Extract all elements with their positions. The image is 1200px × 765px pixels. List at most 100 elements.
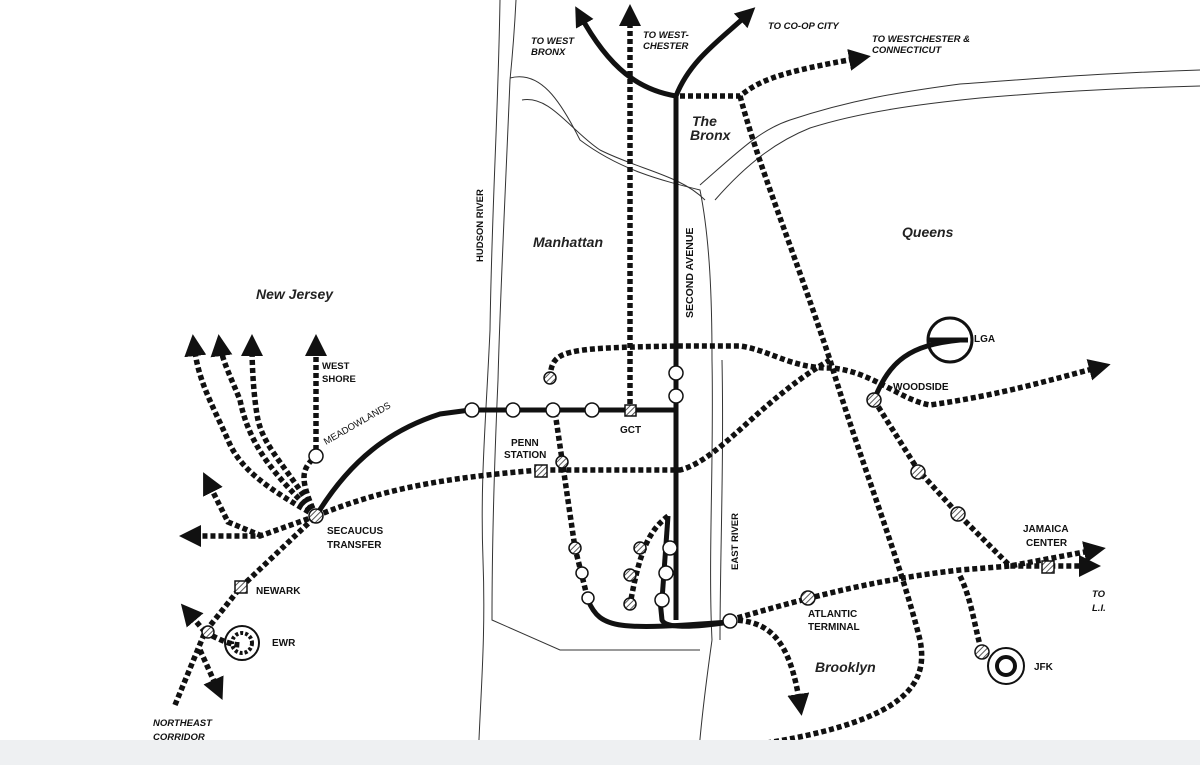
west-branch-4 [241,334,319,518]
shorelines [477,0,1200,765]
dest-wct-ct-2: CONNECTICUT [872,45,942,56]
bottom-bar [0,740,1200,765]
station-brooklyn-junction [722,613,738,629]
station-2av-2 [668,388,684,404]
dest-nec-1: NORTHEAST [153,718,213,729]
label-gct: GCT [620,425,641,436]
manhattan-upper-shore [509,76,713,641]
station-s6 [623,597,637,611]
station-s8 [658,565,674,581]
woodside-jamaica [871,398,1101,577]
dest-westchester-2: CHESTER [643,41,689,52]
station-s3 [581,591,595,605]
station-2av-1 [668,365,684,381]
east-river-east [719,359,724,641]
dest-west-bronx-1: TO WEST [531,36,575,47]
dest-west-shore-2: SHORE [322,374,356,385]
brooklyn-branch [729,617,810,716]
region-manhattan: Manhattan [533,234,603,250]
stations [201,365,990,660]
atlantic-branch [729,541,1106,623]
station-jfk-approach [974,644,990,660]
region-bronx-line1: The [692,113,717,129]
label-jamaica-2: CENTER [1026,538,1068,549]
label-jfk: JFK [1034,662,1054,673]
station-secaucus [308,508,324,524]
dest-coop-city: TO CO-OP CITY [768,21,840,32]
label-hudson-river: HUDSON RIVER [475,189,486,262]
region-queens: Queens [902,224,954,240]
label-atlantic-1: ATLANTIC [808,609,857,620]
dest-westchester-1: TO WEST- [643,30,689,41]
station-atlantic [800,590,816,606]
dest-li-2: L.I. [1092,603,1106,614]
station-woodside [866,392,882,408]
label-secaucus-2: TRANSFER [327,540,382,551]
label-penn-1: PENN [511,438,539,449]
label-ewr: EWR [272,638,296,649]
station-w2 [505,402,521,418]
label-secaucus-1: SECAUCUS [327,526,383,537]
west-branch-2 [184,334,318,519]
ewr-loop-inner [230,631,254,655]
station-w3 [545,402,561,418]
terminal-jamaica [1041,560,1055,574]
label-lga: LGA [974,334,995,345]
airport-loops [224,316,1025,685]
second-ave-branch-a [627,513,670,606]
station-s1 [568,541,582,555]
terminals [234,404,1055,594]
ewr-loop [224,625,260,661]
ct-line [680,49,871,99]
west-shore-line [301,334,327,518]
station-nec-1 [201,625,215,639]
solid-rail-lines [313,6,961,629]
station-uptown-hatch [543,371,557,385]
label-woodside: WOODSIDE [893,382,949,393]
west-bronx-line [575,6,677,99]
hudson-west-shore [477,0,501,765]
station-s4 [633,541,647,555]
station-meadowlands [308,448,324,464]
dashed-rail-lines [172,4,1111,755]
station-penn-hatch [555,455,569,469]
label-jamaica-1: JAMAICA [1023,524,1069,535]
station-q2 [950,506,966,522]
second-avenue-line [673,7,756,620]
station-q1 [910,464,926,480]
northeast-corridor [172,514,318,707]
label-east-river: EAST RIVER [730,513,741,570]
second-ave-south-2 [657,599,731,629]
hell-gate-line [699,95,925,755]
region-bronx-line2: Bronx [690,127,732,143]
label-atlantic-2: TERMINAL [808,622,860,633]
station-s2 [575,566,589,580]
harlem-river [521,99,706,201]
uptown-loop [547,343,1111,408]
terminal-penn [534,464,548,478]
station-s9 [654,592,670,608]
station-s7 [662,540,678,556]
label-penn-2: STATION [504,450,546,461]
meadowlands-line [313,407,676,518]
west-branch-3 [210,334,318,518]
region-brooklyn: Brooklyn [815,659,876,675]
dest-west-shore-1: WEST [322,361,350,372]
nec-branch-arrow [197,648,224,701]
dest-wct-ct-1: TO WESTCHESTER & [872,34,970,45]
terminal-gct [624,404,637,417]
label-newark: NEWARK [256,586,301,597]
jfk-loop [987,647,1025,685]
dest-nec-2: CORRIDOR [153,732,205,743]
jfk-line [957,574,985,653]
second-ave-south-3 [659,515,671,601]
dest-li-1: TO [1092,589,1106,600]
station-w1 [464,402,480,418]
region-new-jersey: New Jersey [256,286,334,302]
jfk-loop-inner [995,655,1017,677]
label-second-avenue: SECOND AVENUE [684,228,696,318]
bronx-shore [699,69,1200,186]
dest-west-bronx-2: BRONX [531,47,566,58]
station-w4 [584,402,600,418]
